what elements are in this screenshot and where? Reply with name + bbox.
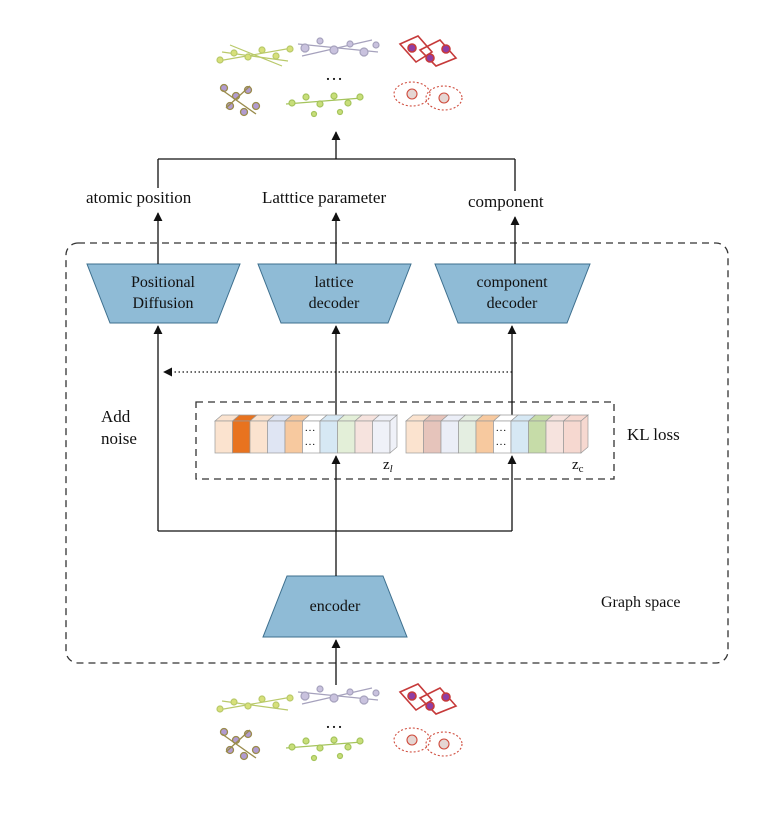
z-l-label: zl — [383, 457, 393, 475]
latent-vector-zl: …… — [214, 414, 398, 454]
output-connectors — [157, 131, 516, 191]
zc-cell — [562, 414, 589, 454]
zc-cell: …… — [492, 414, 519, 454]
zl-cell — [231, 414, 258, 454]
crystal-structures-bottom: … — [216, 683, 463, 762]
zl-cell: …… — [301, 414, 328, 454]
zc-side-face — [580, 414, 589, 454]
kl-loss-label: KL loss — [627, 425, 680, 444]
lattice-decoder-text: lattice decoder — [308, 274, 360, 312]
crystal-yellow-green-2 — [216, 694, 294, 713]
component-decoder-text: component decoder — [476, 274, 548, 312]
zc-cell — [440, 414, 467, 454]
graph-space-label: Graph space — [601, 594, 681, 611]
latent-vector-zc: …… — [405, 414, 589, 454]
graph-space-region — [65, 242, 729, 664]
zc-cell — [475, 414, 502, 454]
zc-cell — [527, 414, 554, 454]
ellipsis-bottom: … — [325, 712, 343, 732]
latent-region — [195, 401, 615, 480]
crystal-red-purple-1 — [398, 35, 458, 67]
zl-cell — [354, 414, 381, 454]
positional-diffusion-block — [86, 263, 241, 324]
z-c-label: zc — [572, 457, 584, 475]
component-label: component — [468, 192, 544, 211]
crystal-grey-lattice-1 — [297, 37, 380, 57]
zc-cell-ellipsis: … — [496, 422, 507, 434]
crystal-olive-purple-1 — [219, 83, 261, 117]
crystal-grey-lattice-2 — [297, 685, 380, 705]
add-noise-label: Add noise — [101, 407, 137, 448]
lattice-parameter-label: Latttice parameter — [262, 188, 387, 207]
module-output-arrows — [153, 212, 520, 264]
component-decoder-block — [434, 263, 591, 324]
crystal-red-purple-2 — [398, 683, 458, 715]
crystal-structures-top: … — [216, 35, 463, 118]
zc-cell — [510, 414, 537, 454]
positional-diffusion-text: Positional Diffusion — [130, 274, 195, 312]
lattice-decoder-block — [257, 263, 412, 324]
crystal-red-grey-1 — [393, 81, 463, 111]
zl-cell — [319, 414, 346, 454]
crystal-light-green-2 — [285, 736, 364, 762]
crystal-red-grey-2 — [393, 727, 463, 757]
ellipsis-top: … — [325, 64, 343, 84]
atomic-position-label: atomic position — [86, 188, 192, 207]
zl-cell-ellipsis: … — [305, 422, 316, 434]
crystal-light-green-1 — [285, 92, 364, 118]
zc-cell-ellipsis: … — [496, 436, 507, 448]
zl-side-face — [389, 414, 398, 454]
encoder-block — [262, 575, 408, 638]
encoder-text: encoder — [309, 598, 361, 615]
zl-cell-ellipsis: … — [305, 436, 316, 448]
crystal-yellow-green-1 — [216, 44, 294, 67]
zl-cell — [284, 414, 311, 454]
encoder-connectors — [153, 325, 517, 685]
zc-cell — [405, 414, 432, 454]
crystal-olive-purple-2 — [219, 727, 261, 761]
